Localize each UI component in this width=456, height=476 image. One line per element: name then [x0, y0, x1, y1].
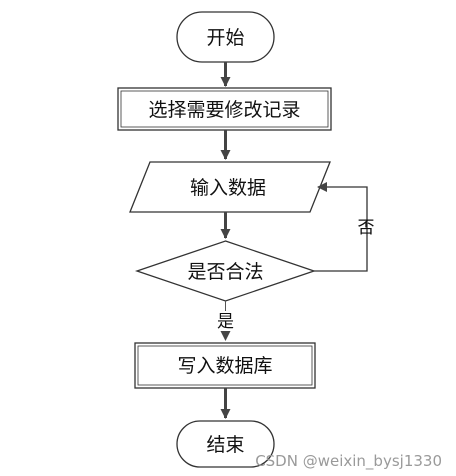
watermark-text: CSDN @weixin_bysj1330 — [255, 452, 442, 470]
start-label: 开始 — [206, 27, 244, 49]
end-label: 结束 — [206, 434, 244, 456]
start-node: 开始 — [176, 11, 275, 63]
is-valid-node: 是否合法 — [134, 240, 317, 302]
input-data-node: 输入数据 — [129, 161, 331, 213]
is-valid-label: 是否合法 — [187, 261, 263, 283]
arrow-no-loop — [314, 182, 368, 272]
select-record-label: 选择需要修改记录 — [148, 99, 300, 121]
no-label: 否 — [358, 218, 375, 238]
write-db-label: 写入数据库 — [177, 355, 272, 377]
yes-label: 是 — [217, 312, 234, 332]
input-data-label: 输入数据 — [190, 177, 266, 199]
yes-label-bg — [212, 311, 239, 331]
end-node: 结束 — [176, 420, 275, 468]
write-db-node: 写入数据库 — [134, 342, 316, 389]
select-record-node: 选择需要修改记录 — [117, 87, 332, 131]
